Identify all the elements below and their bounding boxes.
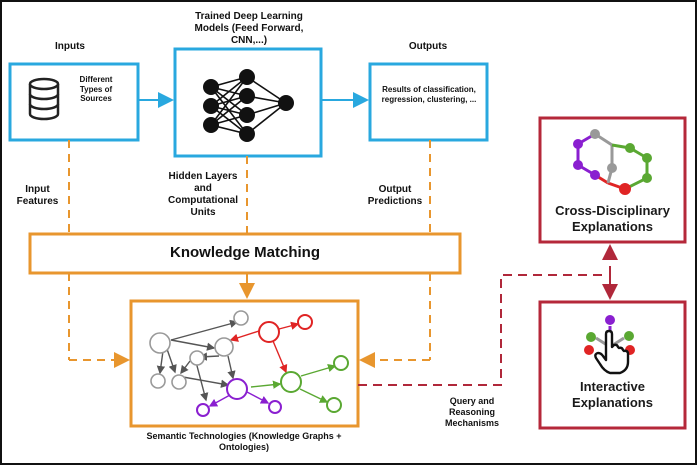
label-outputs: Outputs (408, 41, 448, 52)
knowledge-matching-bar (28, 232, 462, 275)
cross-disciplinary-title: Cross-Disciplinary Explanations (555, 203, 670, 234)
interactive-title: Interactive Explanations (572, 379, 653, 410)
neural-network-icon (203, 69, 294, 142)
query-path (358, 274, 604, 386)
label-inputs: Inputs (55, 41, 85, 52)
database-icon (28, 77, 60, 121)
knowledge-matching-title: Knowledge Matching (170, 244, 320, 261)
interactive-hand-icon (584, 315, 635, 375)
label-hidden-layers: Hidden Layers and Computational Units (168, 171, 238, 218)
label-models: Trained Deep Learning Models (Feed Forwa… (194, 11, 304, 46)
label-output-predictions: Output Predictions (367, 184, 423, 207)
knowledge-graph-icon (149, 310, 349, 417)
label-query: Query and Reasoning Mechanisms (444, 396, 500, 428)
hexagon-network-icon (573, 129, 652, 195)
label-input-features: Input Features (16, 184, 59, 207)
cross-disciplinary-box (538, 116, 687, 244)
label-sources: Different Types of Sources (79, 75, 113, 104)
outputs-box (368, 62, 489, 142)
label-results: Results of classification, regression, c… (381, 85, 477, 104)
label-semantic-tech: Semantic Technologies (Knowledge Graphs … (146, 431, 342, 452)
